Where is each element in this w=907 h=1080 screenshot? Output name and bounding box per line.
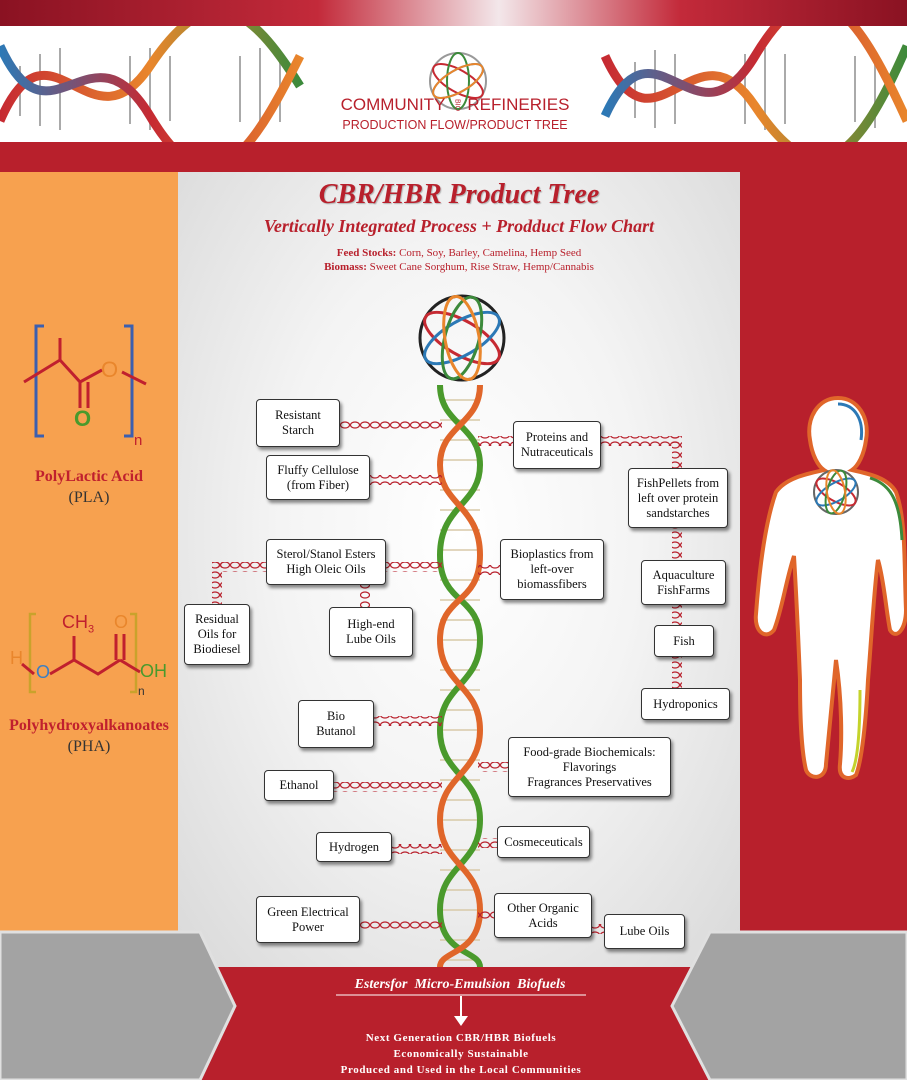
node-sterol-esters: Sterol/Stanol Esters High Oleic Oils bbox=[266, 539, 386, 585]
logo-globe-icon bbox=[429, 52, 487, 110]
pha-oxygen: O bbox=[36, 662, 51, 682]
left-chemistry-panel bbox=[0, 172, 178, 932]
pha-3-sub: 3 bbox=[88, 623, 95, 636]
pha-abbr: (PHA) bbox=[67, 738, 111, 755]
feed-stocks-value: Corn, Soy, Barley, Camelina, Hemp Seed bbox=[396, 247, 582, 259]
bottom-line-3: Produced and Used in the Local Communiti… bbox=[340, 1064, 582, 1076]
pla-abbr: (PLA) bbox=[68, 489, 110, 506]
pha-label: Polyhydroxyalkanoates bbox=[9, 717, 169, 734]
node-food-grade-biochemicals: Food-grade Biochemicals: Flavorings Frag… bbox=[508, 737, 671, 797]
pla-label: PolyLactic Acid bbox=[35, 468, 143, 485]
node-other-organic-acids: Other Organic Acids bbox=[494, 893, 592, 938]
feed-stocks-label: Feed Stocks: bbox=[336, 247, 397, 259]
down-arrow-icon bbox=[454, 996, 468, 1026]
page-title: CBR/HBR Product Tree bbox=[318, 179, 600, 210]
node-green-electrical-power: Green Electrical Power bbox=[256, 896, 360, 943]
chain-connectors bbox=[212, 419, 682, 934]
pha-ch3: CH3 bbox=[62, 612, 94, 636]
biomass-label: Biomass: bbox=[324, 261, 367, 273]
pha-oxygen-top: O bbox=[114, 612, 129, 632]
bottom-line-1: Next Generation CBR/HBR Biofuels bbox=[365, 1032, 557, 1044]
node-bioplastics: Bioplastics from left-over biomassfibers bbox=[500, 539, 604, 600]
node-proteins: Proteins and Nutraceuticals bbox=[513, 421, 601, 469]
esters-biofuels-label: Estersfor Micro-Emulsion Biofuels bbox=[354, 977, 566, 992]
node-fish: Fish bbox=[654, 625, 714, 657]
brand-name: COMMUNITY BIO REFINERIES bbox=[330, 94, 580, 116]
feed-stocks-line: Feed Stocks: Corn, Soy, Barley, Camelina… bbox=[178, 247, 740, 261]
top-gradient-bar bbox=[0, 0, 907, 26]
brand-subtitle: PRODUCTION FLOW/PRODUCT TREE bbox=[342, 118, 568, 132]
pla-oxygen-double: O bbox=[74, 406, 92, 431]
pha-n-subscript: n bbox=[138, 684, 145, 698]
pha-h: H bbox=[10, 648, 23, 668]
node-resistant-starch: Resistant Starch bbox=[256, 399, 340, 447]
pha-structure-icon bbox=[21, 612, 141, 694]
node-lube-oils: Lube Oils bbox=[604, 914, 685, 949]
node-bio-butanol: Bio Butanol bbox=[298, 700, 374, 748]
dna-right-icon bbox=[600, 26, 907, 142]
biomass-line: Biomass: Sweet Cane Sorghum, Rise Straw,… bbox=[178, 261, 740, 275]
node-high-end-lube-oils: High-end Lube Oils bbox=[329, 607, 413, 657]
header-red-band bbox=[0, 142, 907, 172]
pha-oh: OH bbox=[140, 661, 167, 681]
node-hydroponics: Hydroponics bbox=[641, 688, 730, 720]
pla-n-subscript: n bbox=[134, 432, 143, 449]
pla-structure-icon bbox=[23, 324, 147, 438]
node-fishpellets: FishPellets from left over protein sands… bbox=[628, 468, 728, 528]
left-grey-arrow bbox=[0, 930, 237, 1080]
helix-strand-orange bbox=[436, 384, 484, 968]
pha-ch-text: CH bbox=[62, 612, 88, 632]
bottom-line-2: Economically Sustainable bbox=[393, 1048, 529, 1060]
node-hydrogen: Hydrogen bbox=[316, 832, 392, 862]
human-figure-icon bbox=[753, 395, 907, 780]
node-cosmeceuticals: Cosmeceuticals bbox=[497, 826, 590, 858]
node-aquaculture: Aquaculture FishFarms bbox=[641, 560, 726, 605]
node-fluffy-cellulose: Fluffy Cellulose (from Fiber) bbox=[266, 455, 370, 500]
brand-bio: BIO bbox=[453, 99, 461, 112]
node-ethanol: Ethanol bbox=[264, 770, 334, 801]
dna-left-icon bbox=[0, 26, 305, 142]
node-residual-oils: Residual Oils for Biodiesel bbox=[184, 604, 250, 665]
header-dna-graphics bbox=[0, 26, 907, 142]
brand-left: COMMUNITY bbox=[340, 95, 446, 114]
pla-oxygen-ring: O bbox=[101, 357, 119, 382]
brand-right: REFINERIES bbox=[467, 95, 570, 114]
right-grey-arrow bbox=[670, 930, 907, 1080]
tree-globe-icon bbox=[418, 294, 506, 382]
biomass-value: Sweet Cane Sorghum, Rise Straw, Hemp/Can… bbox=[366, 261, 594, 273]
page-subtitle: Vertically Integrated Process + Prodduct… bbox=[263, 216, 655, 236]
